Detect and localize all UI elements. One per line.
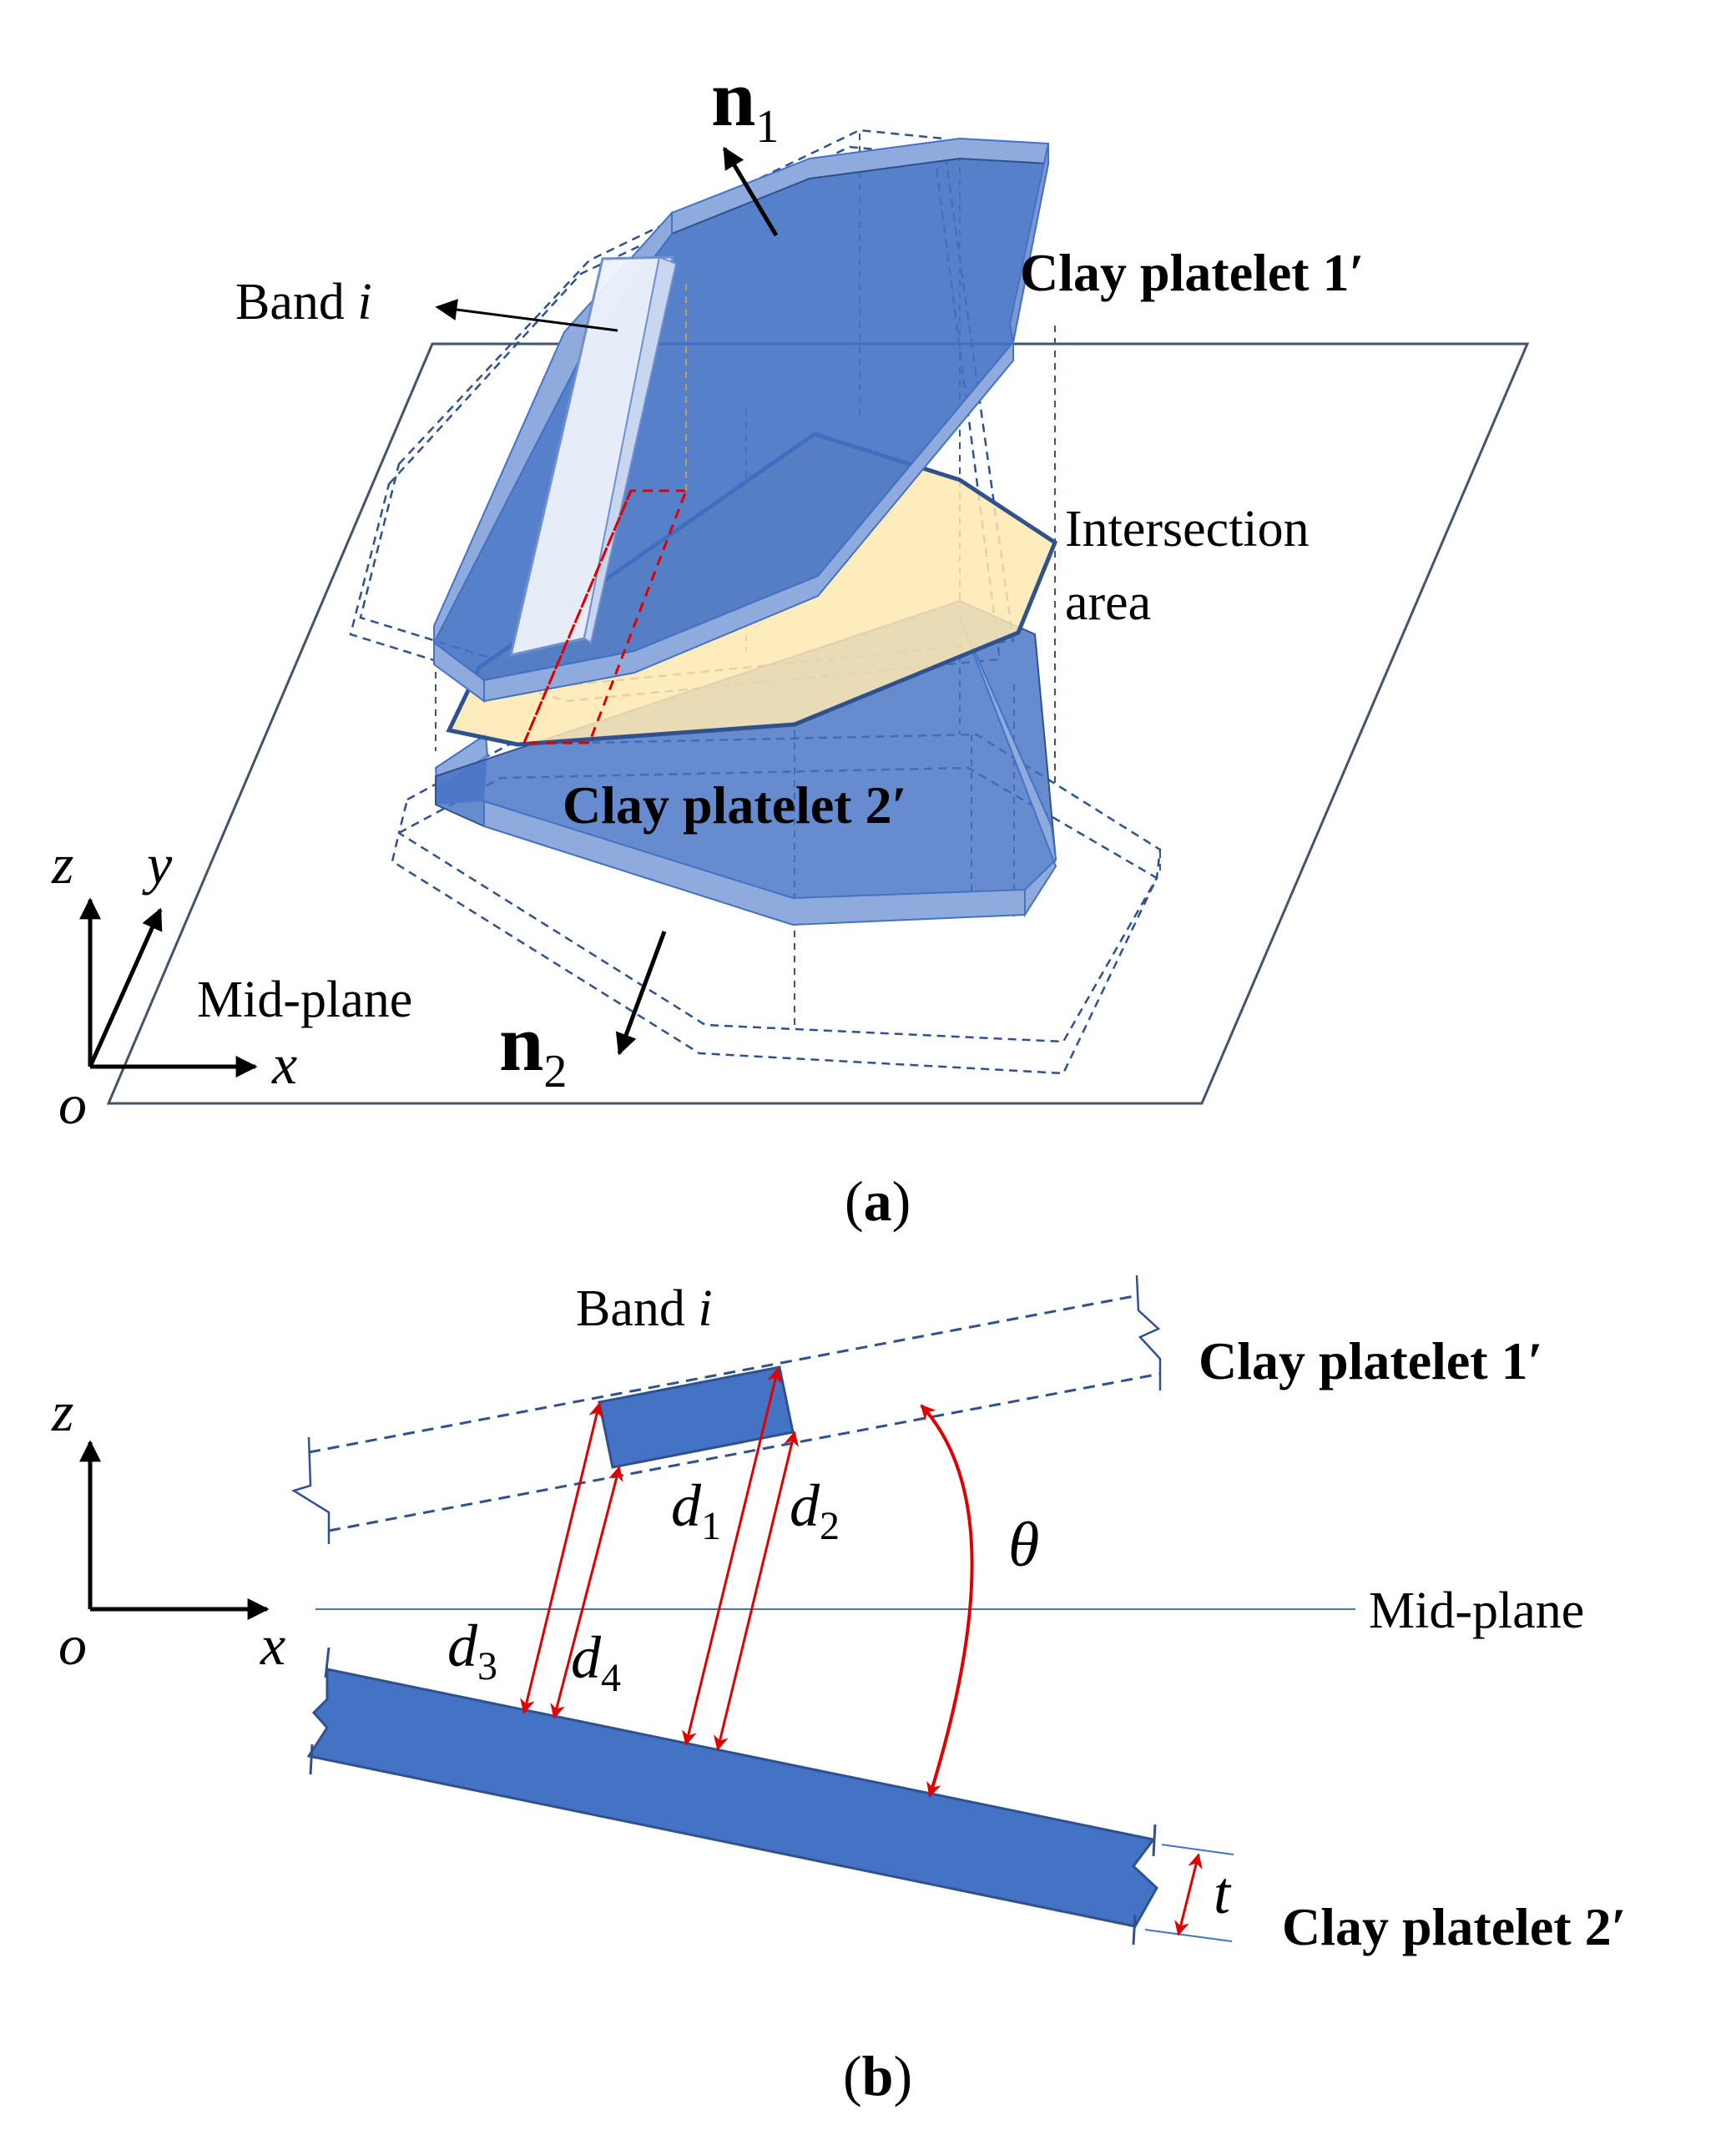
axes-b bbox=[79, 1440, 270, 1620]
axis-x-label-a: x bbox=[271, 1032, 297, 1096]
d4-arrow bbox=[550, 1466, 623, 1719]
platelet-2-break-ticks bbox=[309, 1647, 1157, 1946]
band-i-a bbox=[508, 255, 678, 657]
axes-a bbox=[79, 897, 258, 1078]
panel-a: n1 n2 Band i Clay platelet 1′ Clay plate… bbox=[51, 53, 1530, 1233]
panel-b-caption: (b) bbox=[843, 2044, 912, 2107]
normal-vector-2 bbox=[615, 931, 667, 1056]
mid-plane-label-a: Mid-plane bbox=[197, 972, 412, 1028]
distance-arrows bbox=[520, 1367, 799, 1751]
origin-label-a: o bbox=[58, 1072, 87, 1136]
normal-1-label: n1 bbox=[711, 53, 779, 153]
normal-2-label: n2 bbox=[499, 998, 567, 1098]
axis-z-label-b: z bbox=[51, 1380, 73, 1443]
band-i-label-b: Band i bbox=[576, 1280, 713, 1337]
thickness-label: t bbox=[1214, 1860, 1232, 1926]
panel-b: Band i Clay platelet 1′ Clay platelet 2′… bbox=[51, 1274, 1627, 2107]
axis-y-label-a: y bbox=[142, 832, 173, 896]
clay-platelet-2-b bbox=[306, 1668, 1158, 1928]
mid-plane-a bbox=[106, 342, 1530, 1105]
mid-plane-label-b: Mid-plane bbox=[1369, 1582, 1584, 1639]
origin-label-b: o bbox=[58, 1613, 87, 1677]
band-i-leader bbox=[435, 299, 618, 332]
band-i-label-a: Band i bbox=[235, 274, 372, 331]
clay-platelet-2-label-a: Clay platelet 2′ bbox=[563, 775, 907, 835]
panel-a-caption: (a) bbox=[845, 1169, 911, 1233]
normal-vector-1 bbox=[722, 146, 779, 237]
axis-z-label-a: z bbox=[51, 832, 73, 896]
d2-arrow bbox=[714, 1431, 799, 1751]
clay-platelet-2-label-b: Clay platelet 2′ bbox=[1282, 1897, 1627, 1956]
intersection-label-line2: area bbox=[1065, 574, 1151, 631]
band-i-b bbox=[598, 1365, 795, 1469]
axis-x-label-b: x bbox=[260, 1613, 285, 1677]
theta-arc bbox=[920, 1404, 974, 1798]
theta-label: θ bbox=[1008, 1510, 1039, 1580]
d4-label: d4 bbox=[571, 1624, 621, 1700]
thickness-arrow bbox=[1174, 1853, 1203, 1936]
clay-platelet-1-label-a: Clay platelet 1′ bbox=[1020, 243, 1365, 302]
clay-platelet-1-label-b: Clay platelet 1′ bbox=[1199, 1331, 1543, 1390]
d2-label: d2 bbox=[790, 1472, 840, 1548]
d1-label: d1 bbox=[671, 1472, 721, 1548]
intersection-label-line1: Intersection bbox=[1065, 501, 1310, 558]
d3-label: d3 bbox=[447, 1612, 497, 1688]
band-i-projection bbox=[522, 489, 688, 744]
